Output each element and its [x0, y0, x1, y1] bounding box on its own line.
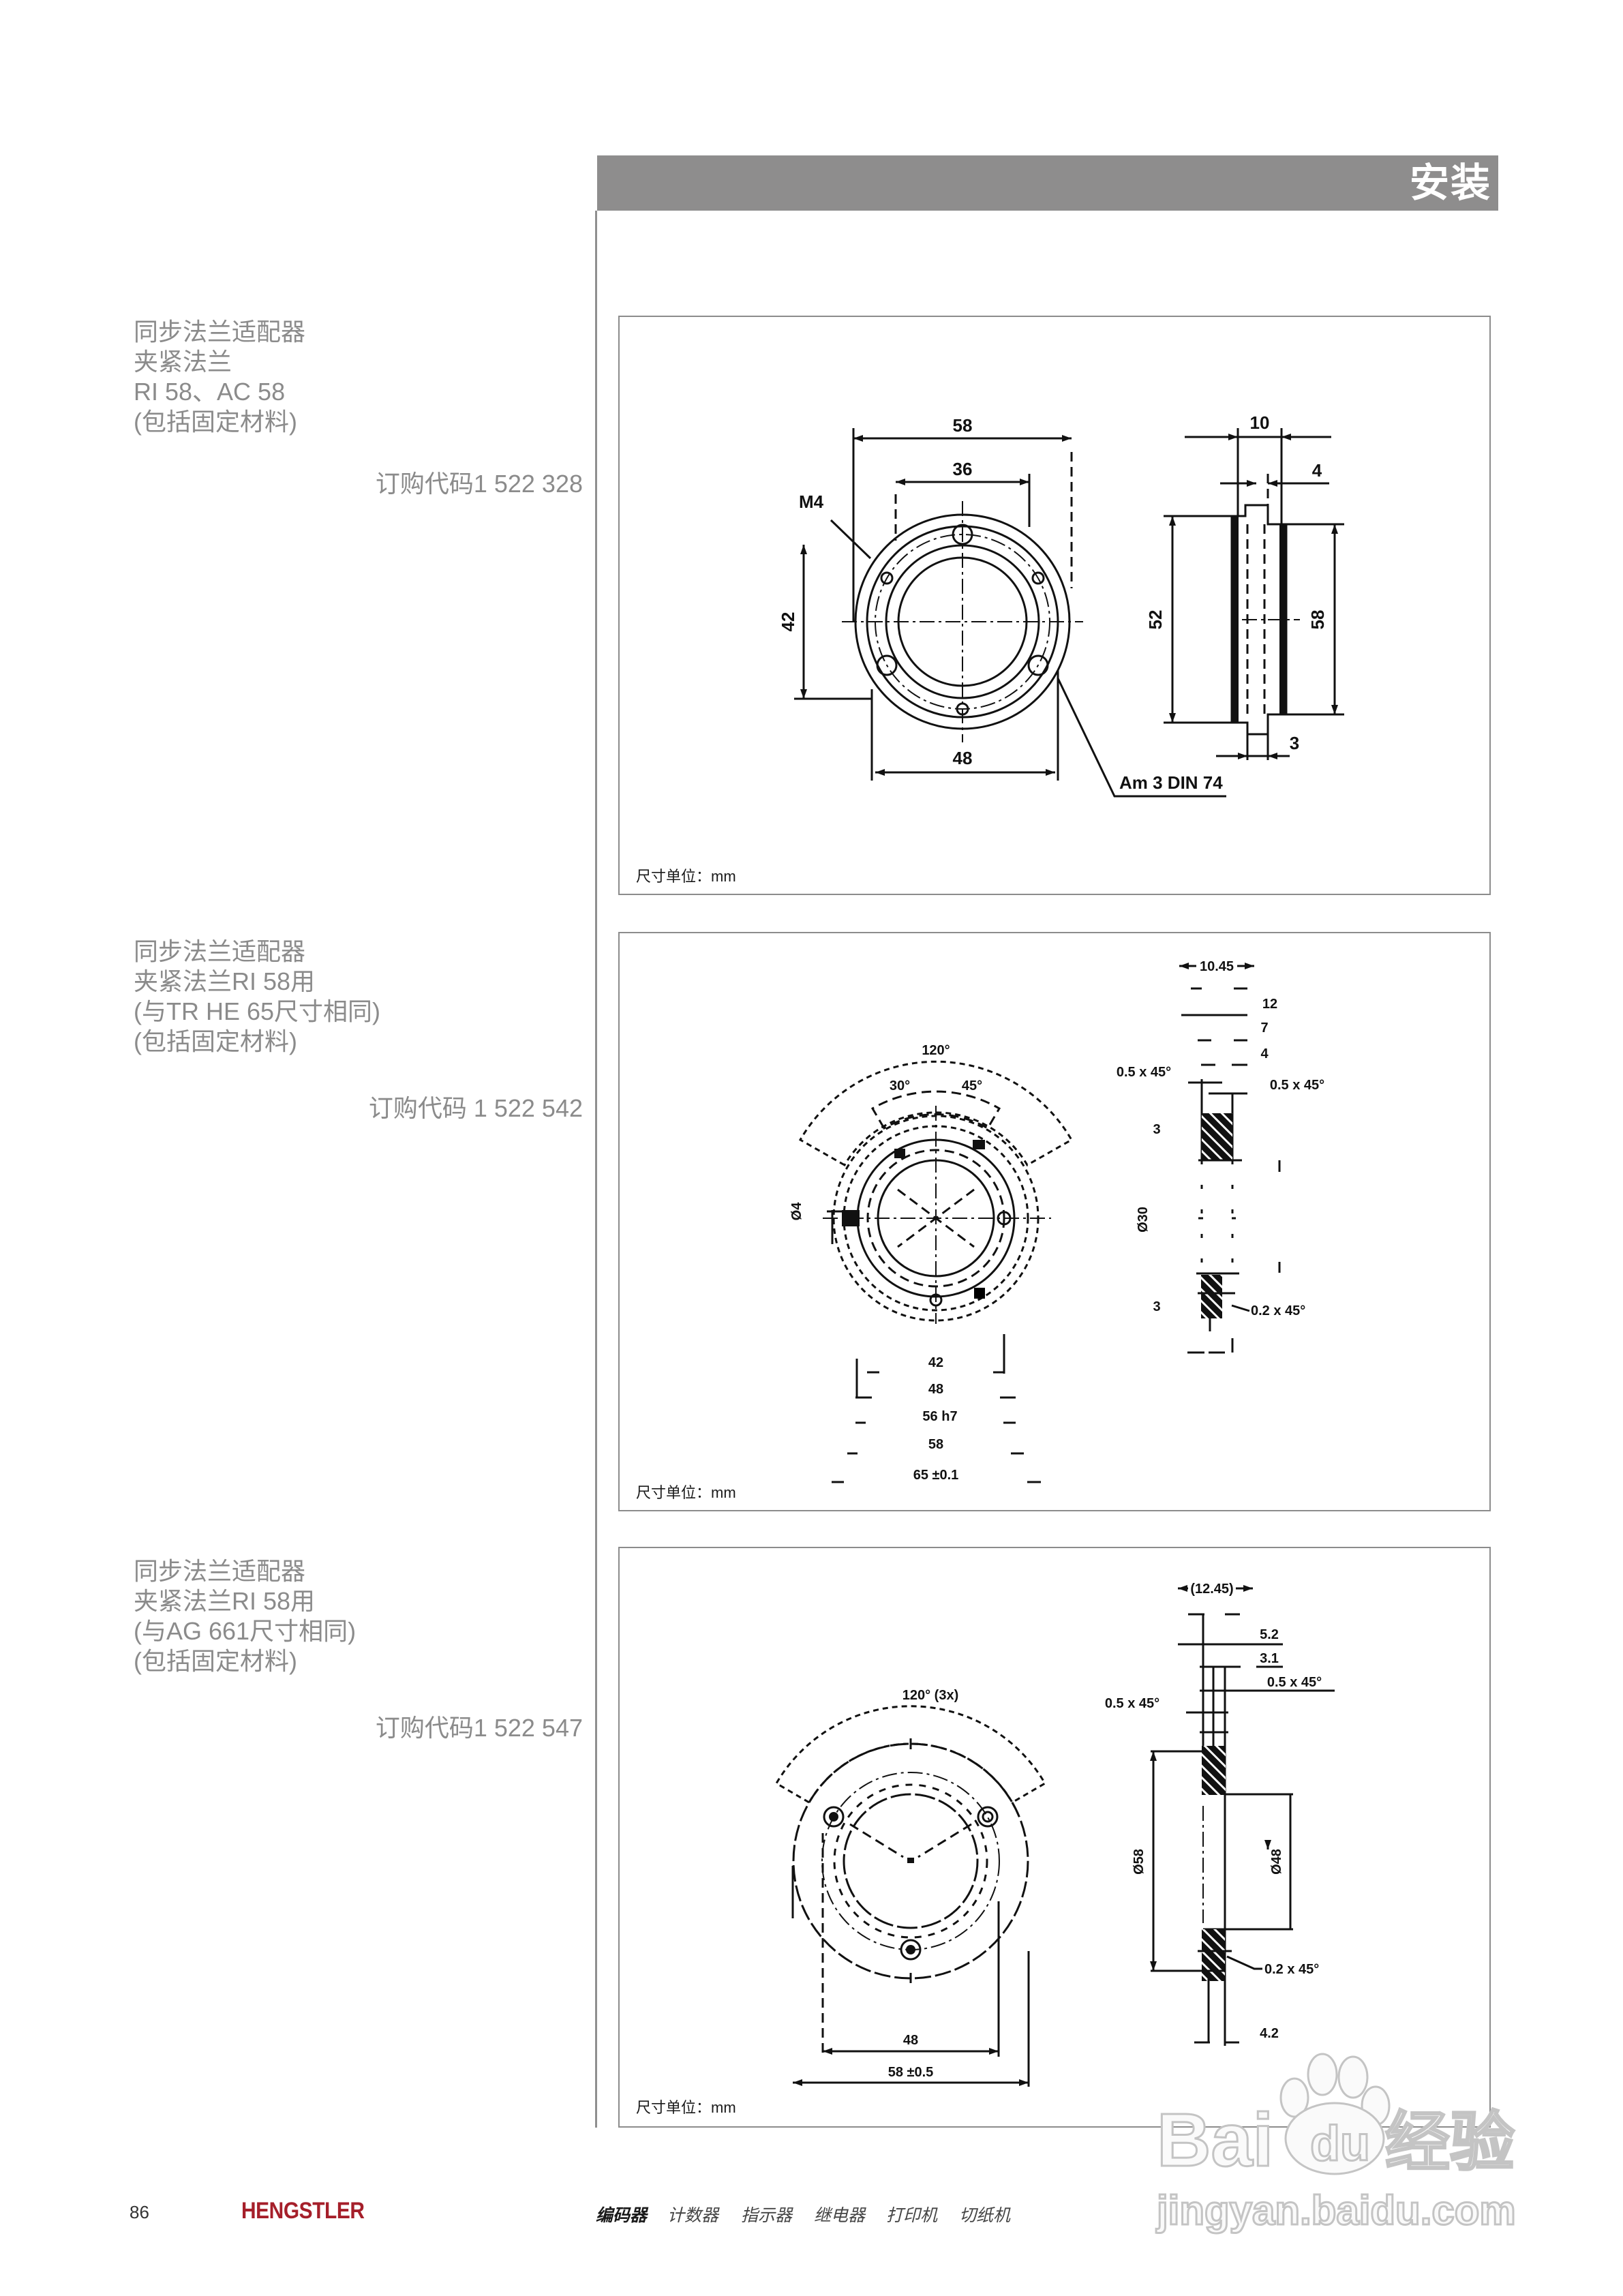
dim-label: M4: [799, 492, 824, 512]
dim-label: Ø30: [1136, 1207, 1151, 1233]
dim-label: Am 3 DIN 74: [1119, 772, 1223, 793]
unit-note: 尺寸单位：mm: [636, 868, 736, 885]
product-line: (与TR HE 65尺寸相同): [134, 997, 381, 1025]
dim-label: 42: [778, 612, 798, 632]
drawing-panel-2: 120° 30° 45° Ø4 42 48 56 h7 58 65 ±0.1 1…: [618, 932, 1491, 1511]
section-2-description: 同步法兰适配器 夹紧法兰RI 58用 (与TR HE 65尺寸相同) (包括固定…: [134, 937, 380, 1057]
dim-label: 3.1: [1260, 1651, 1279, 1666]
product-line: (包括固定材料): [134, 1647, 297, 1675]
drawing-panel-3: 120° (3x) 48 58 ±0.5 (12.45) 5.2 3.1 0.5…: [618, 1547, 1491, 2128]
product-line: 夹紧法兰RI 58用: [134, 1587, 316, 1615]
watermark-url: jingyan.baidu.com: [1156, 2188, 1516, 2233]
product-line: (与AG 661尺寸相同): [134, 1617, 357, 1645]
product-title: 同步法兰适配器: [134, 937, 306, 965]
dim-label: 7: [1260, 1021, 1268, 1036]
front-view: [798, 1060, 1074, 1324]
footer-nav-indicators: 指示器: [741, 2206, 793, 2225]
section-1-description: 同步法兰适配器 夹紧法兰 RI 58、AC 58 (包括固定材料): [134, 317, 305, 437]
dim-label: 3: [1153, 1122, 1160, 1137]
dim-label: 0.2 x 45°: [1264, 1962, 1319, 1977]
order-code: 订购代码 1 522 542: [368, 1094, 583, 1122]
product-line: 夹紧法兰RI 58用: [134, 967, 316, 995]
unit-note: 尺寸单位：mm: [636, 1484, 736, 1501]
dim-label: 4.2: [1260, 2026, 1279, 2041]
front-view-dimensions: [832, 1334, 1041, 1483]
dim-label: 0.5 x 45°: [1270, 1078, 1324, 1093]
dim-label: 3: [1290, 733, 1299, 753]
dim-label: 58 ±0.5: [888, 2065, 934, 2080]
order-code: 订购代码1 522 547: [375, 1714, 583, 1742]
dim-label: Ø58: [1132, 1849, 1147, 1875]
product-line: RI 58、AC 58: [134, 378, 286, 406]
dim-label: 5.2: [1260, 1627, 1279, 1642]
brand-logo: HENGSTLER: [241, 2198, 365, 2224]
dim-label: 3: [1153, 1299, 1160, 1314]
order-code: 订购代码1 522 328: [375, 470, 583, 498]
product-line: (包括固定材料): [134, 1027, 297, 1055]
dim-label: 65 ±0.1: [913, 1468, 959, 1483]
front-view-dimensions: [794, 428, 1226, 798]
dim-label: 10.45: [1200, 959, 1234, 974]
footer-nav-counters: 计数器: [667, 2206, 719, 2225]
footer-nav-printers: 打印机: [886, 2206, 938, 2225]
dim-label: 48: [903, 2033, 918, 2048]
dim-label: 48: [953, 748, 973, 768]
dim-label: 0.2 x 45°: [1251, 1303, 1305, 1318]
drawing-panel-1: 58 36 M4 42 48 Am 3 DIN 74 10 4 52 58 3 …: [618, 316, 1491, 895]
dim-label: 48: [928, 1382, 943, 1397]
section-header-title: 安装: [1409, 161, 1491, 205]
front-view: [842, 501, 1083, 742]
dim-label: 52: [1145, 610, 1166, 630]
dim-label: 4: [1312, 460, 1322, 481]
dim-label: 120°: [922, 1043, 950, 1058]
side-view: [1164, 428, 1344, 760]
dim-label: 12: [1262, 997, 1277, 1012]
footer-nav-relays: 继电器: [814, 2206, 866, 2225]
dim-label: 45°: [962, 1078, 982, 1093]
dim-label: 30°: [890, 1078, 910, 1093]
dim-label: 56 h7: [922, 1409, 957, 1424]
footer-nav-encoders: 编码器: [596, 2206, 648, 2225]
unit-note: 尺寸单位：mm: [636, 2099, 736, 2116]
dim-label: (12.45): [1190, 1582, 1233, 1597]
dim-label: 58: [928, 1437, 943, 1452]
dim-label: 36: [953, 459, 973, 479]
technical-drawing-1: 58 36 M4 42 48 Am 3 DIN 74 10 4 52 58 3: [778, 412, 1344, 798]
front-view: [774, 1705, 1047, 1983]
dim-label: 120° (3x): [902, 1688, 959, 1703]
dim-label: 58: [953, 415, 973, 436]
dim-label: 58: [1307, 610, 1328, 630]
dim-label: 10: [1250, 412, 1270, 433]
product-title: 同步法兰适配器: [134, 1557, 306, 1585]
dim-label: Ø48: [1269, 1849, 1284, 1875]
section-3-description: 同步法兰适配器 夹紧法兰RI 58用 (与AG 661尺寸相同) (包括固定材料…: [134, 1556, 356, 1676]
dim-label: 4: [1260, 1046, 1269, 1061]
dim-label: Ø4: [789, 1202, 804, 1221]
product-line: (包括固定材料): [134, 408, 297, 436]
footer-nav-cutters: 切纸机: [959, 2206, 1011, 2225]
section-header-bar: 安装: [597, 155, 1498, 211]
dim-label: 0.5 x 45°: [1267, 1675, 1322, 1690]
dim-label: 42: [928, 1355, 943, 1370]
column-divider: [595, 211, 597, 2128]
dim-label: 0.5 x 45°: [1117, 1065, 1171, 1080]
dim-label: 0.5 x 45°: [1105, 1696, 1159, 1711]
page-number: 86: [130, 2202, 149, 2222]
technical-drawing-2: 120° 30° 45° Ø4 42 48 56 h7 58 65 ±0.1 1…: [789, 959, 1324, 1483]
side-view: [1179, 963, 1281, 1354]
product-title: 同步法兰适配器: [134, 318, 306, 346]
front-view-dimensions: [791, 1833, 1030, 2087]
side-view: [1150, 1585, 1335, 2046]
technical-drawing-3: 120° (3x) 48 58 ±0.5 (12.45) 5.2 3.1 0.5…: [774, 1582, 1335, 2087]
product-line: 夹紧法兰: [134, 348, 232, 376]
